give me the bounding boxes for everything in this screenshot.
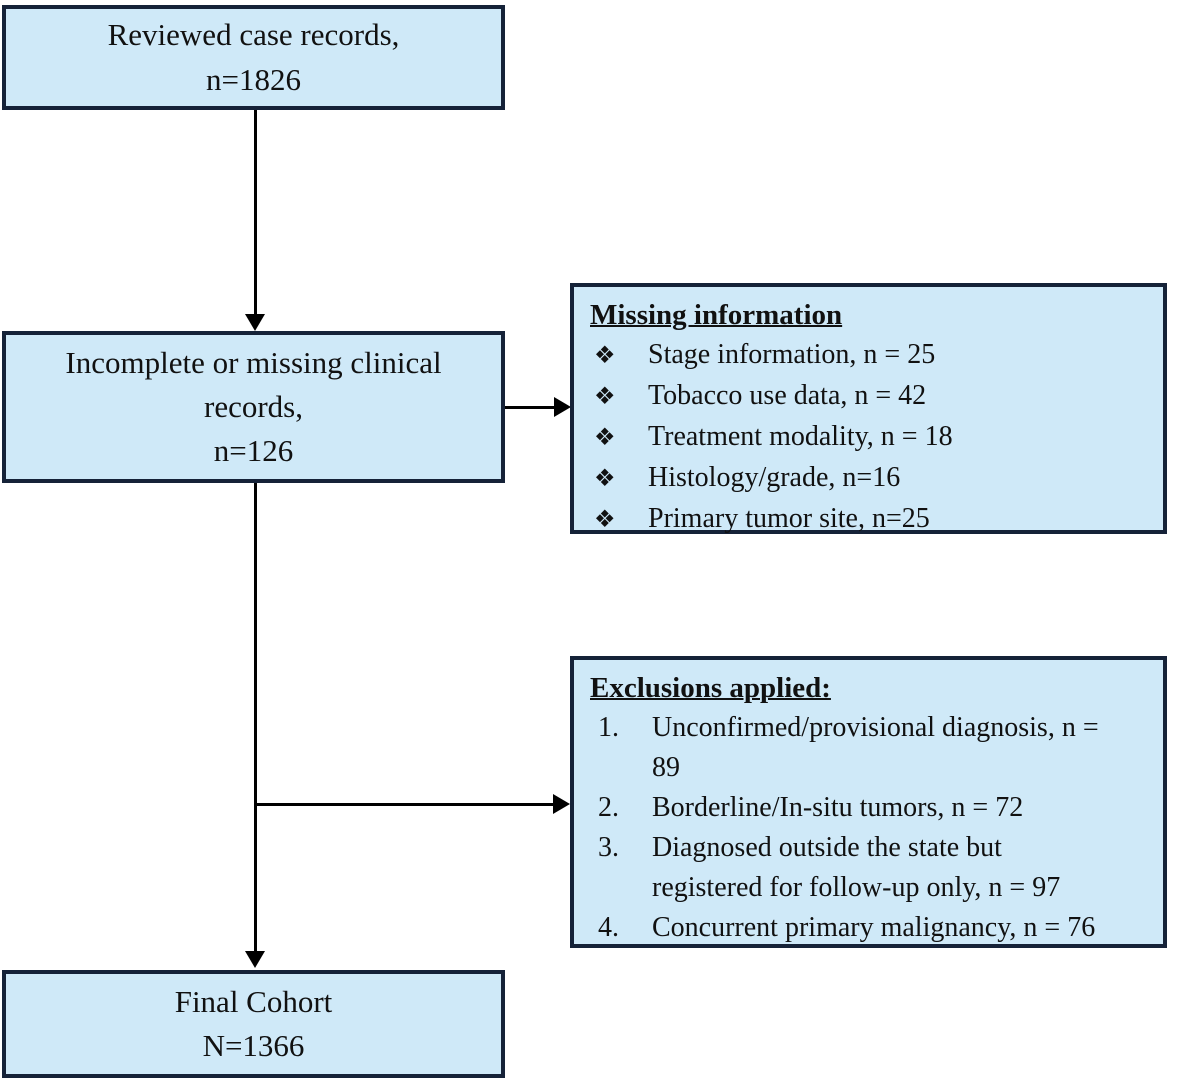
exclusions-list: 1. Unconfirmed/provisional diagnosis, n … bbox=[590, 708, 1151, 948]
list-item: ❖ Histology/grade, n=16 bbox=[590, 458, 1151, 499]
list-item: 2. Borderline/In-situ tumors, n = 72 bbox=[590, 788, 1151, 828]
connector-reviewed-to-incomplete bbox=[254, 110, 257, 315]
node-text-line: Incomplete or missing clinical bbox=[65, 344, 442, 380]
arrowhead-right-icon bbox=[554, 397, 571, 417]
diamond-bullet-icon: ❖ bbox=[594, 425, 616, 451]
diamond-bullet-icon: ❖ bbox=[594, 343, 616, 369]
arrowhead-down-icon bbox=[245, 314, 265, 331]
node-missing-information: Missing information ❖ Stage information,… bbox=[570, 283, 1167, 534]
list-item: ❖ Stage information, n = 25 bbox=[590, 335, 1151, 376]
node-text-line: records, bbox=[204, 388, 303, 424]
diamond-bullet-icon: ❖ bbox=[594, 384, 616, 410]
list-item: 3. Diagnosed outside the state but regis… bbox=[590, 828, 1151, 908]
list-item-text: Tobacco use data, n = 42 bbox=[648, 380, 927, 411]
node-count: n=126 bbox=[213, 433, 294, 468]
missing-information-title: Missing information bbox=[590, 299, 843, 331]
list-number: 2. bbox=[598, 792, 619, 823]
list-number: 1. bbox=[598, 712, 619, 743]
list-item-text: Histology/grade, n=16 bbox=[648, 462, 901, 493]
list-number: 4. bbox=[598, 912, 619, 943]
missing-information-list: ❖ Stage information, n = 25 ❖ Tobacco us… bbox=[590, 335, 1151, 540]
list-number: 3. bbox=[598, 832, 619, 863]
exclusions-title: Exclusions applied: bbox=[590, 672, 831, 704]
list-item-text: Primary tumor site, n=25 bbox=[648, 503, 930, 534]
node-text-line: Reviewed case records, bbox=[107, 17, 400, 53]
arrowhead-right-icon bbox=[553, 794, 570, 814]
list-item: ❖ Treatment modality, n = 18 bbox=[590, 417, 1151, 458]
list-item-text: Unconfirmed/provisional diagnosis, n = 8… bbox=[652, 712, 1099, 783]
connector-incomplete-to-final bbox=[254, 483, 257, 952]
arrowhead-down-icon bbox=[245, 951, 265, 968]
list-item-text: Stage information, n = 25 bbox=[648, 339, 936, 370]
list-item: ❖ Tobacco use data, n = 42 bbox=[590, 376, 1151, 417]
node-exclusions-applied: Exclusions applied: 1. Unconfirmed/provi… bbox=[570, 656, 1167, 948]
list-item-text: Treatment modality, n = 18 bbox=[648, 421, 953, 452]
list-item-text: Diagnosed outside the state but register… bbox=[652, 832, 1061, 903]
connector-branch-to-exclusions bbox=[256, 803, 554, 806]
diamond-bullet-icon: ❖ bbox=[594, 466, 616, 492]
diamond-bullet-icon: ❖ bbox=[594, 507, 616, 533]
node-text-line: Final Cohort bbox=[174, 983, 333, 1019]
node-count: n=1826 bbox=[206, 61, 301, 97]
list-item: 4. Concurrent primary malignancy, n = 76 bbox=[590, 908, 1151, 948]
list-item-text: Borderline/In-situ tumors, n = 72 bbox=[652, 792, 1024, 823]
list-item-text: Concurrent primary malignancy, n = 76 bbox=[652, 912, 1096, 943]
node-count: N=1366 bbox=[202, 1028, 305, 1063]
node-reviewed-case-records: Reviewed case records, n=1826 bbox=[2, 5, 505, 110]
node-final-cohort: Final Cohort N=1366 bbox=[2, 970, 505, 1078]
node-incomplete-records: Incomplete or missing clinical records, … bbox=[2, 331, 505, 483]
connector-incomplete-to-missing-info bbox=[505, 406, 555, 409]
list-item: ❖ Primary tumor site, n=25 bbox=[590, 499, 1151, 540]
list-item: 1. Unconfirmed/provisional diagnosis, n … bbox=[590, 708, 1151, 788]
